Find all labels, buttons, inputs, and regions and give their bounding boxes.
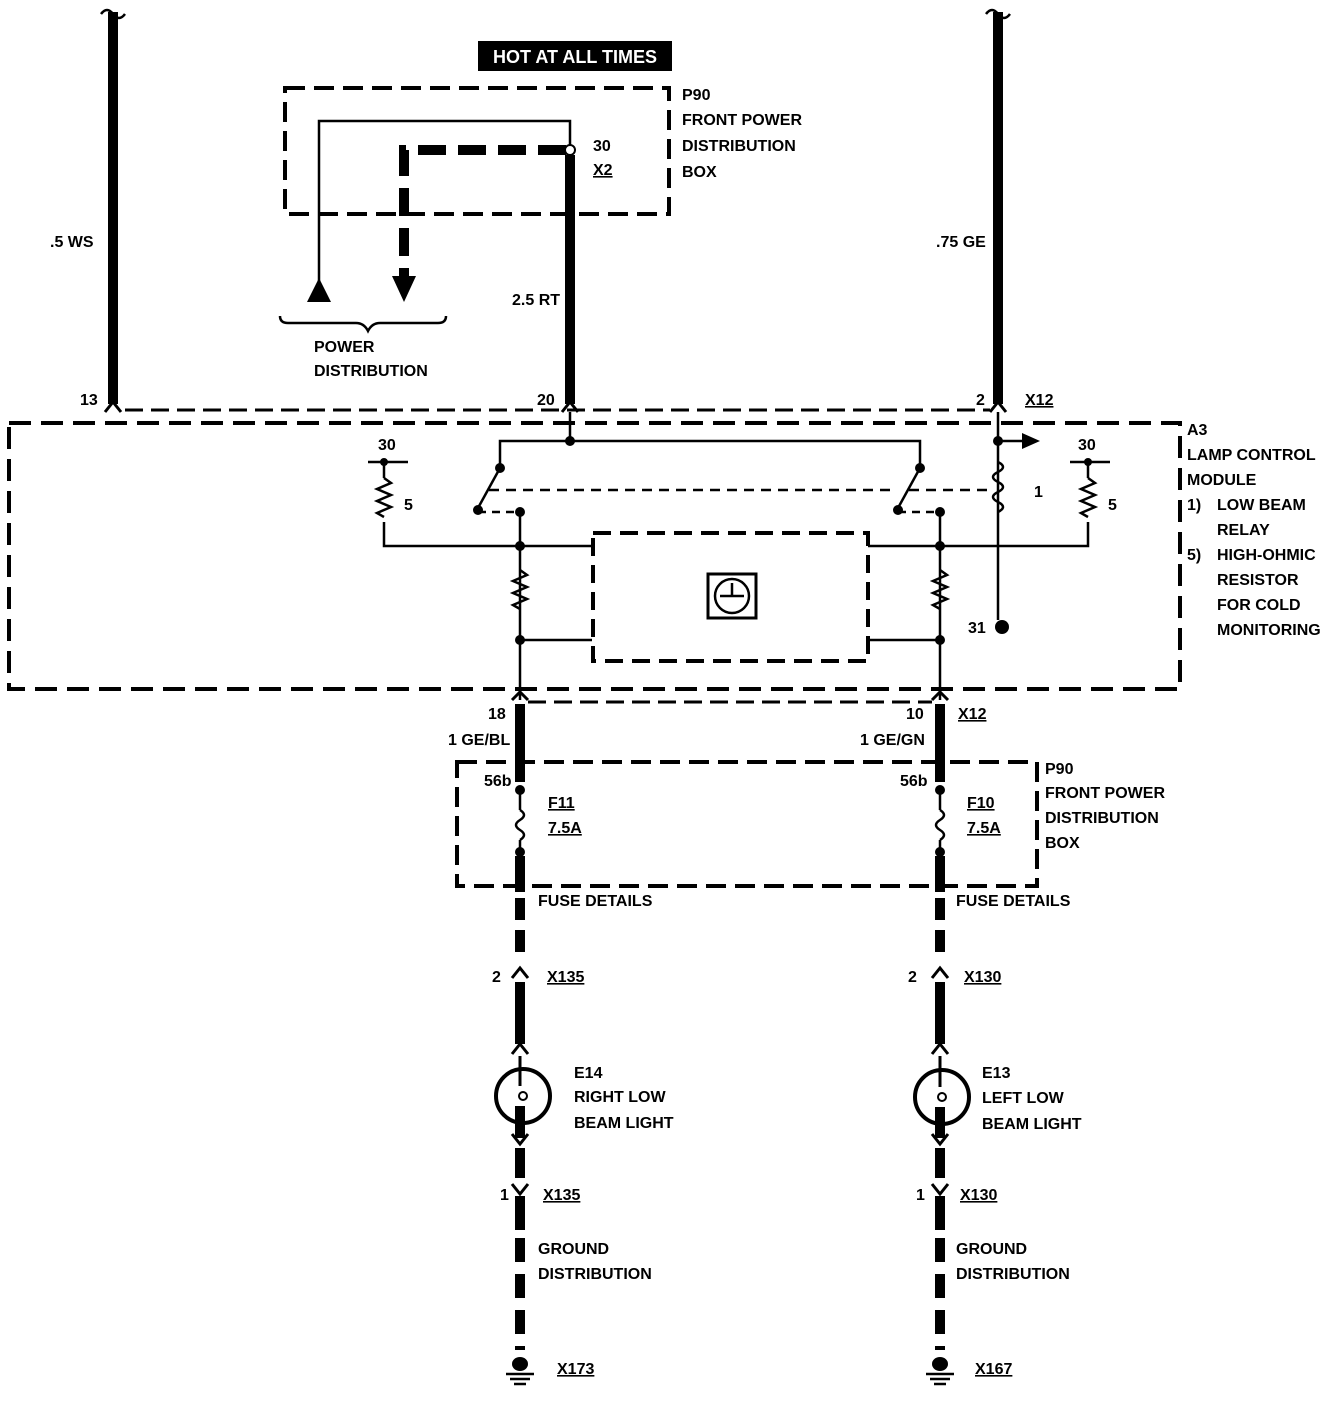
ground-right-line1: GROUND	[956, 1241, 1027, 1258]
connector-x12-bottom: X12	[958, 706, 987, 723]
p90-connector-x2: X2	[593, 162, 613, 179]
ground-right-line2: DISTRIBUTION	[956, 1266, 1070, 1283]
a3-note5-d: MONITORING	[1217, 622, 1321, 639]
pin-2: 2	[976, 392, 985, 409]
lamp-right-pin-bot: 1	[500, 1187, 509, 1204]
lamp-right-conn-bot: X135	[543, 1187, 580, 1204]
ground-icon-left	[506, 1357, 534, 1386]
fuse-right-term: 56b	[900, 773, 928, 790]
a3-note1-b: RELAY	[1217, 522, 1270, 539]
lamp-left-line2: BEAM LIGHT	[982, 1116, 1082, 1133]
ground-pin-31: 31	[968, 620, 986, 637]
lamp-left-pin-top: 2	[908, 969, 917, 986]
a3-note1-a: LOW BEAM	[1217, 497, 1306, 514]
fuse-left-name: F11	[548, 795, 575, 812]
ground-conn-x173: X173	[557, 1361, 594, 1378]
p90-bottom-line3: BOX	[1045, 835, 1080, 852]
lamp-e13-icon	[913, 1056, 971, 1147]
p90-bottom-id: P90	[1045, 761, 1074, 778]
lamp-right-pin-top: 2	[492, 969, 501, 986]
junction-dots	[380, 436, 1092, 645]
connector-pin2	[510, 965, 950, 1055]
pin-10: 10	[906, 706, 924, 723]
wire-label-low-right: 1 GE/GN	[860, 732, 925, 749]
lower-wires	[510, 689, 950, 782]
fuse-right-name: F10	[967, 795, 995, 812]
ground-left-line2: DISTRIBUTION	[538, 1266, 652, 1283]
connector-x12-top: X12	[1025, 392, 1054, 409]
power-dist-line1: POWER	[314, 339, 375, 356]
wire-left-ws	[100, 8, 126, 413]
p90-bottom-box	[455, 760, 1039, 888]
a3-note5-a: HIGH-OHMIC	[1217, 547, 1316, 564]
connector-pin1	[510, 1148, 950, 1230]
lamp-left-pin-bot: 1	[916, 1187, 925, 1204]
hot-label: HOT AT ALL TIMES	[493, 47, 657, 67]
wire-label-center: 2.5 RT	[512, 292, 560, 309]
p90-top-line3: BOX	[682, 164, 717, 181]
thick-dashed-bus	[399, 145, 566, 284]
fuse-right-rating: 7.5A	[967, 820, 1001, 837]
a3-pin-30-left: 30	[378, 437, 396, 454]
lamp-e14-icon	[494, 1056, 552, 1147]
p90-top-line1: FRONT POWER	[682, 112, 802, 129]
a3-internal-wiring	[368, 412, 1110, 700]
p90-bottom-line2: DISTRIBUTION	[1045, 810, 1159, 827]
lamp-right-line2: BEAM LIGHT	[574, 1115, 674, 1132]
a3-note5-num: 5)	[1187, 547, 1201, 564]
a3-line2: MODULE	[1187, 472, 1257, 489]
a3-note5-c: FOR COLD	[1217, 597, 1301, 614]
lamp-right-conn-top: X135	[547, 969, 584, 986]
pin-18: 18	[488, 706, 506, 723]
electronic-module	[591, 531, 870, 663]
fuse-details-right: FUSE DETAILS	[956, 893, 1071, 910]
down-arrow-icon	[392, 276, 416, 302]
resistor-5-left: 5	[404, 497, 413, 514]
wire-label-low-left: 1 GE/BL	[448, 732, 510, 749]
fuse-details-left: FUSE DETAILS	[538, 893, 653, 910]
lamp-right-id: E14	[574, 1065, 603, 1082]
pin-20: 20	[537, 392, 555, 409]
pin-13: 13	[80, 392, 98, 409]
lamp-left-conn-top: X130	[964, 969, 1001, 986]
lamp-left-line1: LEFT LOW	[982, 1090, 1065, 1107]
resistor-5-right: 5	[1108, 497, 1117, 514]
a3-note5-b: RESISTOR	[1217, 572, 1299, 589]
lamp-right-line1: RIGHT LOW	[574, 1089, 666, 1106]
wire-label-left: .5 WS	[50, 234, 94, 251]
p90-terminal-30	[564, 144, 576, 156]
hot-label-box	[478, 41, 672, 71]
a3-pin-30-right: 30	[1078, 437, 1096, 454]
thin-power-line	[317, 119, 572, 282]
up-arrow-icon	[307, 278, 331, 302]
ground-left-line1: GROUND	[538, 1241, 609, 1258]
ground-conn-x167: X167	[975, 1361, 1012, 1378]
ground-icon-right	[926, 1357, 954, 1386]
wire-label-right: .75 GE	[936, 234, 986, 251]
a3-note1-num: 1)	[1187, 497, 1201, 514]
fuse-left-term: 56b	[484, 773, 512, 790]
p90-top-id: P90	[682, 87, 711, 104]
p90-top-line2: DISTRIBUTION	[682, 138, 796, 155]
fuse-dots	[515, 785, 945, 857]
transistor-icon	[706, 572, 758, 620]
wire-right-ge	[985, 8, 1011, 413]
lamp-left-id: E13	[982, 1065, 1011, 1082]
a3-id: A3	[1187, 422, 1208, 439]
right-arrow-icon	[1022, 433, 1040, 449]
fuse-left-rating: 7.5A	[548, 820, 582, 837]
p90-pin-30: 30	[593, 138, 611, 155]
power-dist-line2: DISTRIBUTION	[314, 363, 428, 380]
p90-bottom-line1: FRONT POWER	[1045, 785, 1165, 802]
p90-top-box	[283, 86, 671, 216]
relay-coil-1: 1	[1034, 484, 1043, 501]
a3-module-box	[7, 421, 1182, 691]
a3-line1: LAMP CONTROL	[1187, 447, 1316, 464]
lamp-left-conn-bot: X130	[960, 1187, 997, 1204]
power-dist-brace	[278, 315, 448, 334]
